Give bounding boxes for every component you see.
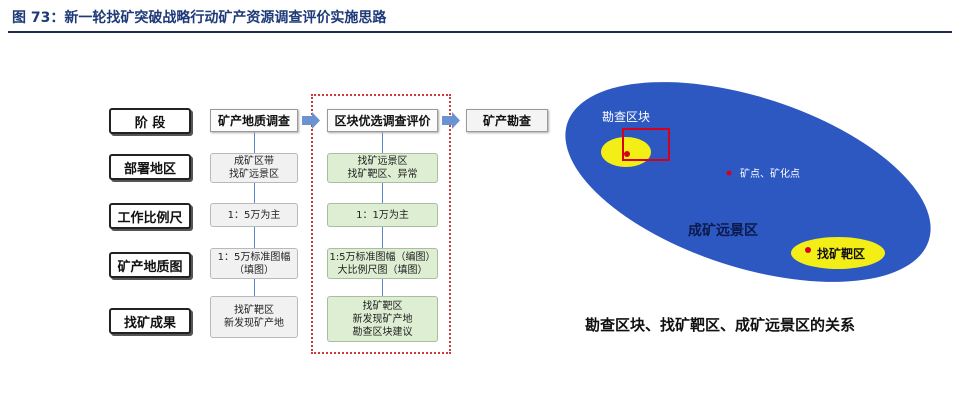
stage2-scale-cell: 1：1万为主 (327, 203, 438, 227)
arrow-right-icon (302, 112, 320, 129)
ore-point-icon (726, 170, 732, 176)
stage2-deploy-line: 找矿靶区、异常 (347, 169, 418, 180)
row-label-deploy-area: 部署地区 (109, 154, 191, 180)
stage2-map-line: 大比例尺图（填图） (337, 264, 428, 276)
label-target-area: 找矿靶区 (817, 246, 865, 261)
row-label-prospecting-result: 找矿成果 (109, 308, 191, 334)
stage2-result-line: 勘查区块建议 (352, 326, 413, 338)
arrow-right-icon (442, 112, 460, 129)
label-exploration-block: 勘查区块 (602, 110, 650, 124)
stage1-deploy-line: 成矿区带 (234, 156, 274, 167)
title-divider (8, 31, 952, 33)
stage-header-mineral-exploration: 矿产勘查 (466, 109, 548, 132)
stage1-result-line: 找矿靶区 (234, 305, 274, 316)
stage1-deploy-cell: 成矿区带 找矿远景区 (210, 153, 298, 183)
stage2-map-line: 1:5万标准图幅（编图） (329, 251, 436, 263)
row-label-work-scale: 工作比例尺 (109, 203, 191, 229)
stage2-result-line: 找矿靶区 (362, 300, 403, 312)
stage1-result-line: 新发现矿产地 (224, 318, 284, 329)
row-label-geologic-map: 矿产地质图 (109, 252, 191, 278)
stage1-result-cell: 找矿靶区 新发现矿产地 (210, 296, 298, 338)
label-prospect-area: 成矿远景区 (688, 222, 758, 239)
stage2-result-cell: 找矿靶区 新发现矿产地 勘查区块建议 (327, 296, 438, 342)
stage2-scale-text: 1：1万为主 (356, 209, 409, 221)
target-area-ellipse (791, 237, 885, 269)
stage1-map-line: 1：5万标准图幅 (217, 251, 291, 263)
metallogenic-prospect-ellipse (565, 82, 931, 282)
relationship-caption: 勘查区块、找矿靶区、成矿远景区的关系 (585, 316, 856, 334)
block-point-icon (624, 151, 630, 157)
figure-title: 图 73：新一轮找矿突破战略行动矿产资源调查评价实施思路 (12, 10, 387, 26)
stage1-map-cell: 1：5万标准图幅 （填图） (210, 248, 298, 279)
stage1-scale-cell: 1：5万为主 (210, 203, 298, 227)
stage2-deploy-cell: 找矿远景区 找矿靶区、异常 (327, 153, 438, 183)
stage2-map-cell: 1:5万标准图幅（编图） 大比例尺图（填图） (327, 248, 438, 279)
exploration-block-box (622, 128, 670, 161)
stage-header-mineral-survey: 矿产地质调查 (210, 109, 298, 132)
stage2-deploy-line: 找矿远景区 (357, 156, 408, 167)
stage1-scale-text: 1：5万为主 (227, 209, 281, 221)
target-point-icon (805, 247, 811, 253)
stage2-result-line: 新发现矿产地 (352, 313, 413, 325)
row-label-stage: 阶 段 (109, 108, 191, 134)
stage-header-block-evaluation: 区块优选调查评价 (327, 109, 438, 132)
stage1-deploy-line: 找矿远景区 (229, 169, 279, 180)
stage2-highlight-frame (311, 94, 451, 354)
label-ore-points: 矿点、矿化点 (740, 167, 800, 180)
stage1-map-line: （填图） (233, 264, 274, 276)
